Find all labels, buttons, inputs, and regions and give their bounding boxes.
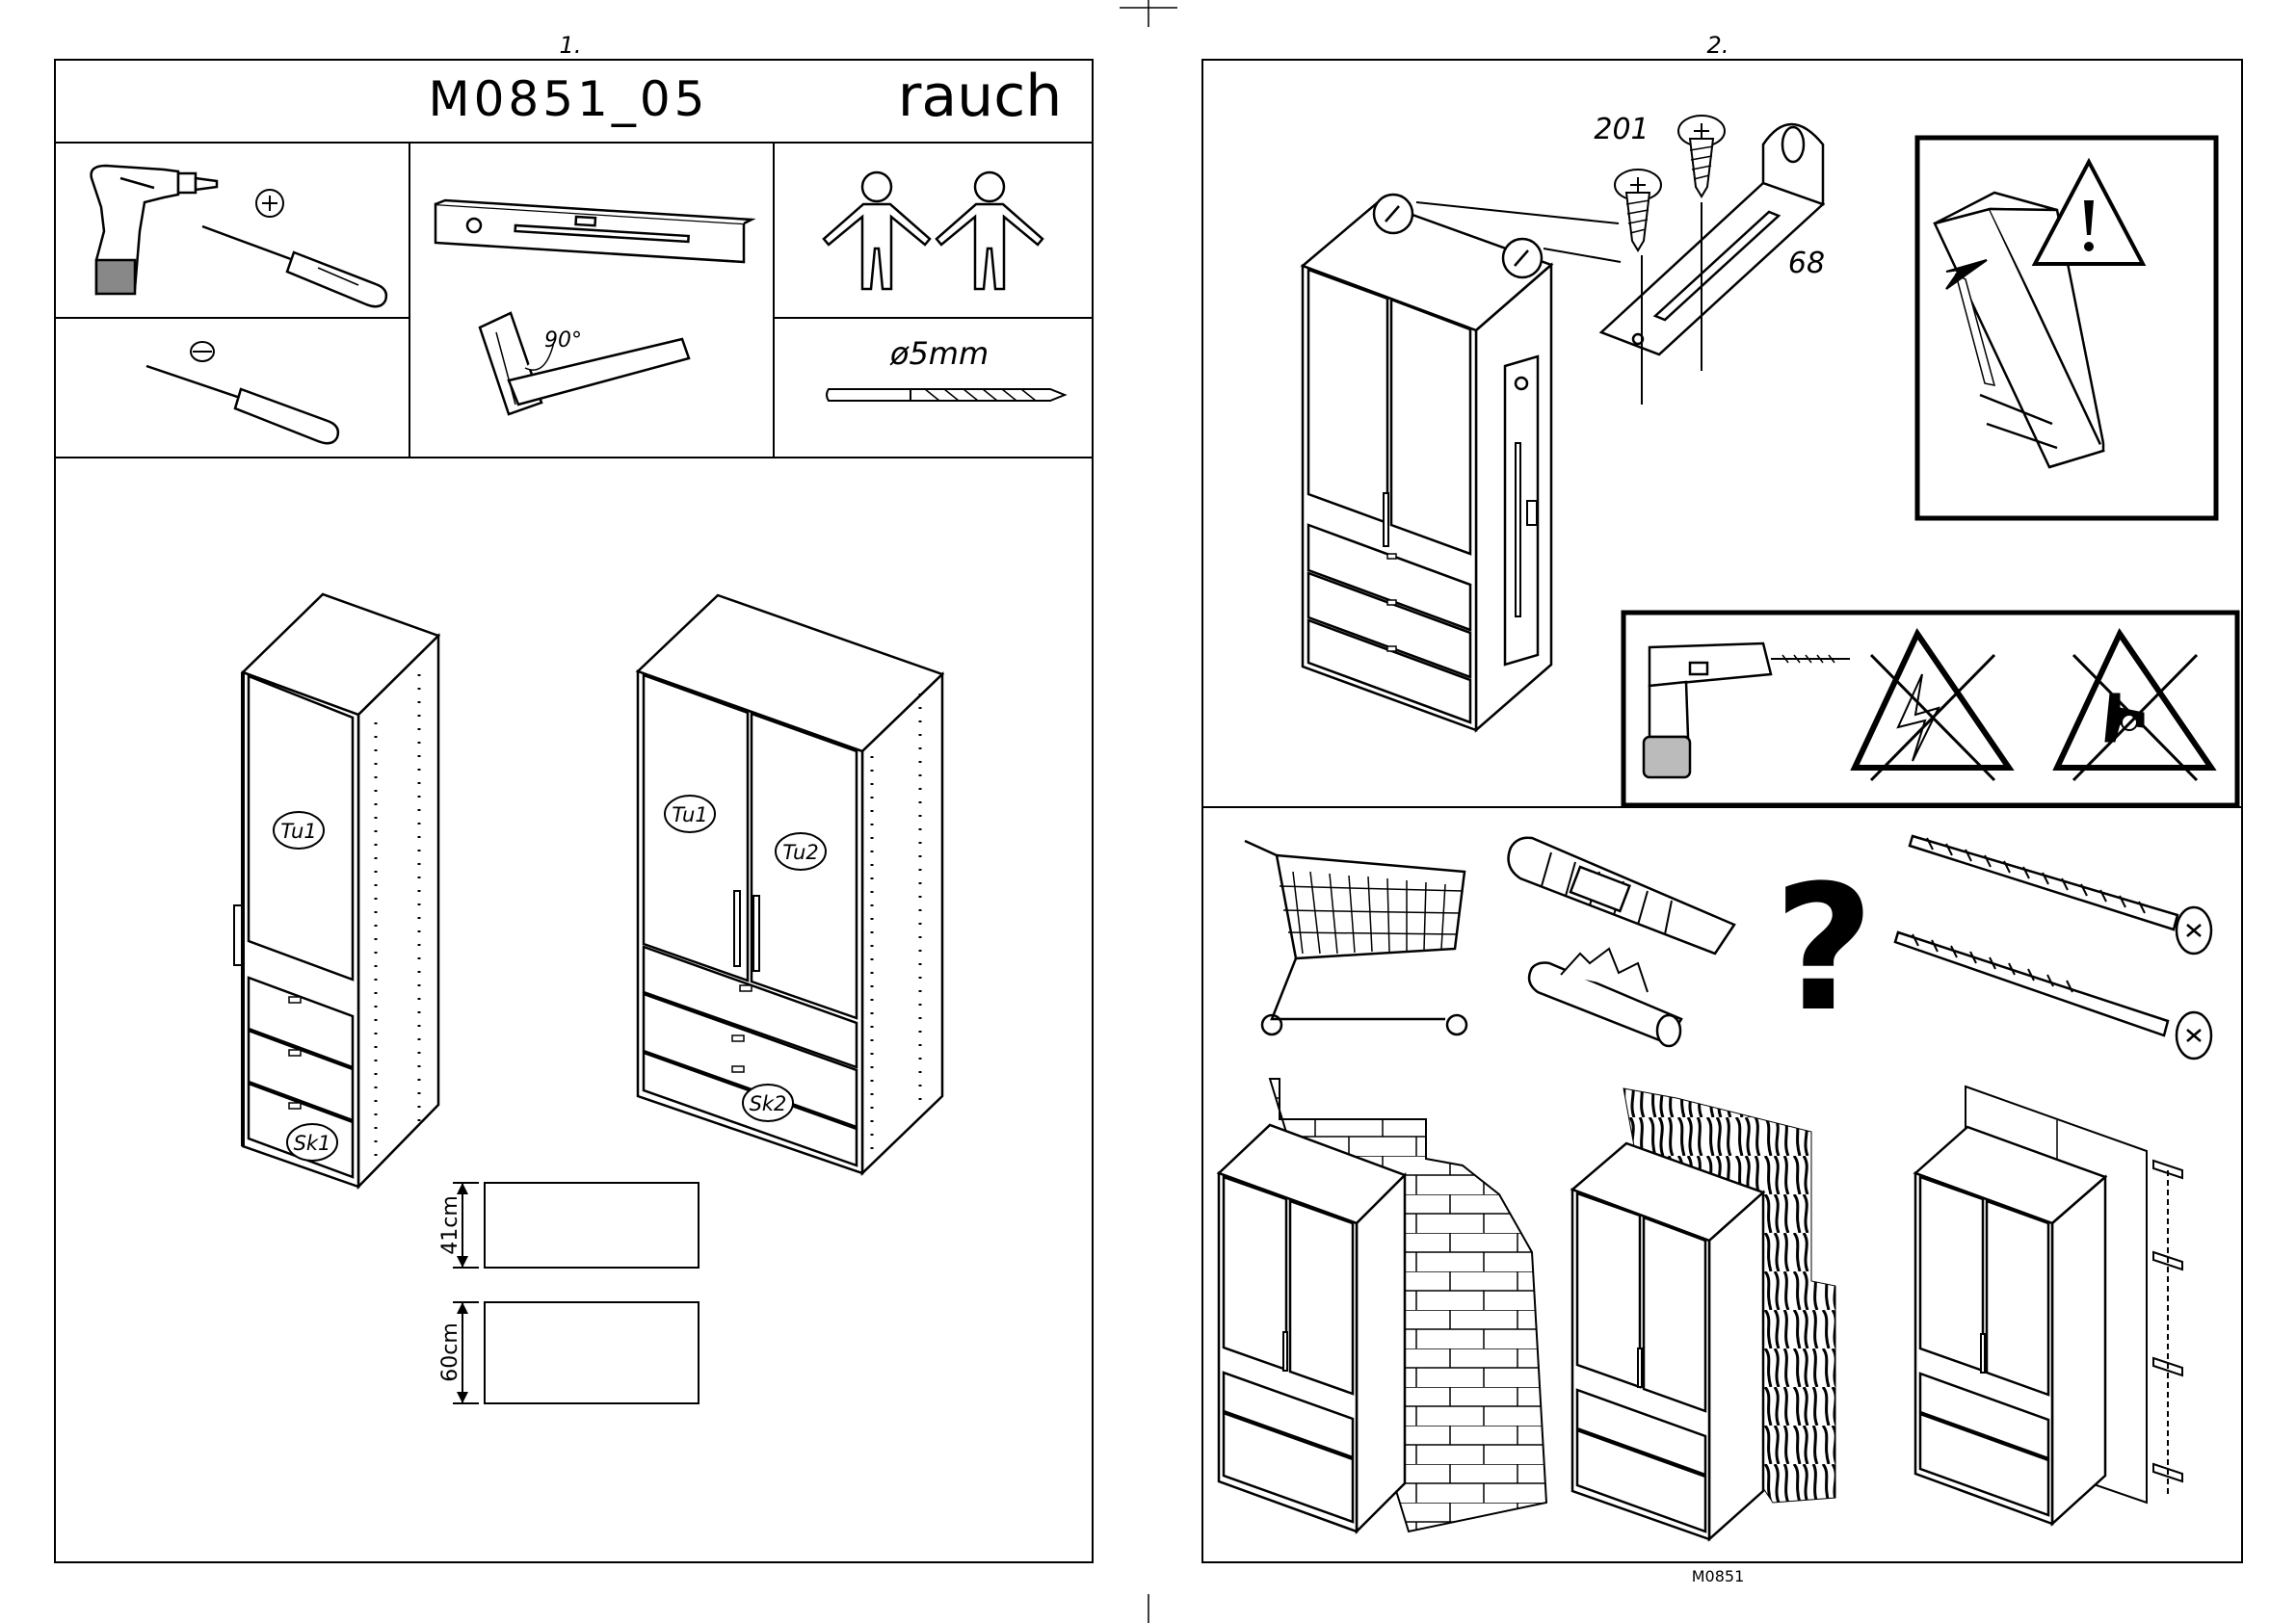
try-square-icon: [480, 313, 689, 414]
brick-wall-wardrobe-scene: [1219, 1079, 1546, 1531]
svg-text:Sk2: Sk2: [750, 1092, 787, 1115]
phillips-screwdriver-icon: [202, 226, 386, 306]
part-label-tu2: Tu2: [776, 833, 826, 870]
wall-plug-large-icon: [1509, 838, 1734, 954]
two-persons-icon: [824, 172, 1042, 289]
tipping-warning-box: [1917, 138, 2216, 518]
level-on-side-icon: [1505, 356, 1538, 665]
flathead-screwdriver-icon: [146, 366, 338, 443]
drill-bit-icon: [827, 389, 1065, 401]
page-1-number: 1.: [560, 32, 582, 59]
footer-model: M0851: [1692, 1567, 1745, 1585]
dimension-60cm: 60cm: [438, 1302, 699, 1403]
wood-wall-wardrobe-scene: [1572, 1088, 1835, 1539]
page-1: 1. M0851_05 rauch: [55, 32, 1093, 1562]
double-wardrobe-drawing: [638, 595, 942, 1173]
shopping-cart-icon: [1245, 841, 1466, 1034]
page-2: 2.: [1202, 32, 2242, 1585]
part-label-sk2: Sk2: [743, 1085, 793, 1121]
svg-text:Tu1: Tu1: [280, 820, 316, 843]
crop-marks: [1120, 0, 1177, 1623]
single-wardrobe-drawing: [234, 594, 438, 1187]
drywall-wardrobe-scene: [1915, 1086, 2182, 1524]
part-label-tu1-double: Tu1: [665, 796, 715, 832]
phillips-head-icon: [256, 190, 283, 217]
svg-text:Sk1: Sk1: [294, 1132, 331, 1155]
svg-text:Tu2: Tu2: [782, 841, 818, 864]
brand-logo: rauch: [898, 63, 1062, 130]
drilling-hazard-box: [1623, 613, 2237, 805]
dimension-41cm: 41cm: [438, 1183, 699, 1268]
svg-text:Tu1: Tu1: [672, 803, 707, 826]
page-2-number: 2.: [1707, 32, 1729, 59]
svg-text:41cm: 41cm: [438, 1195, 462, 1255]
angle-label: 90°: [544, 328, 582, 353]
drill-bit-size: ø5mm: [889, 335, 989, 372]
question-mark: ?: [1774, 849, 1874, 1050]
part-label-sk1: Sk1: [287, 1124, 337, 1161]
flathead-screw-icon: [191, 342, 214, 361]
screw-part-number: 201: [1594, 113, 1649, 146]
wood-screws-icon: [1895, 836, 2211, 1059]
spirit-level-icon: [435, 200, 752, 262]
wall-plug-small-icon: [1529, 949, 1681, 1046]
cordless-drill-icon: [92, 166, 217, 294]
bracket-part-number: 68: [1788, 247, 1825, 280]
svg-text:60cm: 60cm: [438, 1322, 462, 1382]
part-label-tu1-single: Tu1: [274, 812, 324, 849]
model-code: M0851_05: [428, 71, 708, 127]
